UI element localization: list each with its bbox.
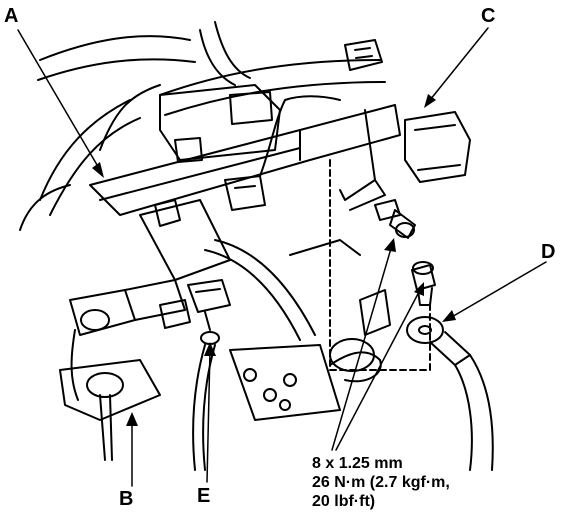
connector-c — [339, 39, 471, 211]
callout-e: E — [197, 485, 211, 507]
reference-outline — [329, 159, 431, 371]
bracket-a — [89, 104, 401, 281]
upper-connector-block — [159, 84, 281, 163]
callout-c: C — [481, 5, 496, 27]
torque-spec-line-3: 20 lbf·ft) — [312, 493, 376, 510]
ground-cable-d — [406, 316, 494, 471]
arrowheads — [92, 94, 456, 426]
connector-e — [187, 279, 231, 471]
wire-bundle-top-left — [19, 35, 196, 231]
callout-d: D — [541, 241, 556, 263]
center-cable — [204, 239, 361, 341]
callout-b: B — [119, 488, 134, 510]
left-sensor-assembly — [59, 279, 191, 461]
bolt-lower — [411, 261, 436, 306]
middle-connector — [224, 99, 286, 211]
torque-spec-line-2: 26 N·m (2.7 kgf·m, — [312, 474, 450, 491]
bolt-upper — [374, 199, 416, 239]
leader-lines — [17, 27, 547, 487]
callout-a: A — [4, 5, 19, 27]
upper-harness-cable — [159, 21, 386, 116]
lower-mounting-plate — [229, 289, 391, 421]
torque-spec-line-1: 8 x 1.25 mm — [312, 455, 403, 472]
torque-specification: 8 x 1.25 mm 26 N·m (2.7 kgf·m, 20 lbf·ft… — [312, 454, 450, 511]
